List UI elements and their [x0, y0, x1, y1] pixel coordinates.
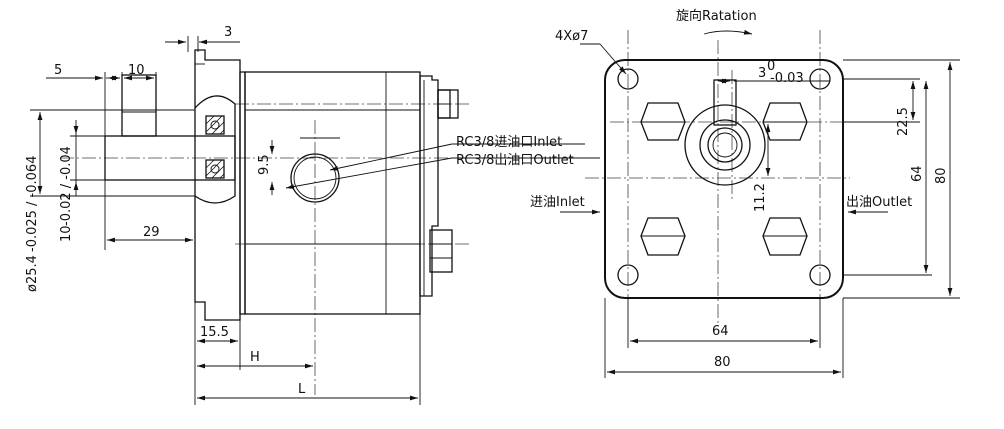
port-outlet-label: RC3/8出油口Outlet	[456, 153, 574, 168]
rear-cover	[419, 75, 439, 297]
pump-body	[244, 71, 421, 315]
dim-key-width: 10	[59, 225, 74, 242]
hex-bolt	[762, 217, 808, 256]
hex-bolt	[762, 102, 808, 141]
seal-hatch	[205, 115, 225, 179]
front-view: 旋向Ratation 4Xø7 3 0 -0.03 22.5 11.2 64 8…	[530, 8, 960, 378]
mounting-flange	[194, 49, 241, 321]
mounting-hole	[809, 264, 831, 286]
shaft-key	[121, 74, 157, 137]
mounting-hole	[809, 68, 831, 90]
hex-bolt	[640, 102, 686, 141]
dim-5: 5	[54, 63, 62, 78]
dim-shaft-diameter-tolerance: -0.025 / -0.064	[25, 156, 40, 252]
dim-15-5: 15.5	[200, 325, 229, 340]
mounting-hole	[617, 68, 639, 90]
dim-10: 10	[128, 63, 145, 78]
dim-64-vertical: 64	[910, 165, 925, 182]
offset-value: 3	[758, 66, 766, 81]
dim-80-horizontal: 80	[714, 355, 731, 370]
bolt-head-bottom	[429, 229, 453, 273]
dim-64-horizontal: 64	[712, 324, 729, 339]
drive-shaft	[104, 135, 236, 181]
holes-label: 4Xø7	[555, 29, 588, 44]
dim-80-vertical: 80	[934, 167, 949, 184]
dim-11-2: 11.2	[753, 183, 768, 212]
dim-shaft-diameter: ø25.4	[25, 255, 40, 292]
dim-9-5: 9.5	[257, 154, 272, 175]
dim-h: H	[250, 350, 260, 365]
side-view: 3 5 10 29 9.5 15.5 H L ø25.4 -0.025 / -0…	[25, 25, 600, 405]
hex-bolt	[640, 217, 686, 256]
rotation-label: 旋向Ratation	[676, 8, 757, 24]
flange-plate	[604, 59, 844, 299]
dim-l: L	[298, 382, 306, 397]
dim-29: 29	[143, 225, 160, 240]
front-key	[713, 79, 737, 126]
dim-key-width-tolerance: -0.02 / -0.04	[59, 146, 74, 226]
dim-22-5: 22.5	[896, 107, 911, 136]
offset-upper-tolerance: 0	[767, 59, 775, 74]
front-outlet-label: 出油Outlet	[846, 195, 912, 210]
offset-lower-tolerance: -0.03	[770, 71, 804, 86]
shaft-boss	[684, 104, 766, 186]
port-inlet-label: RC3/8进油口Inlet	[456, 135, 562, 150]
front-inlet-label: 进油Inlet	[530, 195, 585, 210]
mounting-hole	[617, 264, 639, 286]
dim-3: 3	[224, 25, 232, 40]
